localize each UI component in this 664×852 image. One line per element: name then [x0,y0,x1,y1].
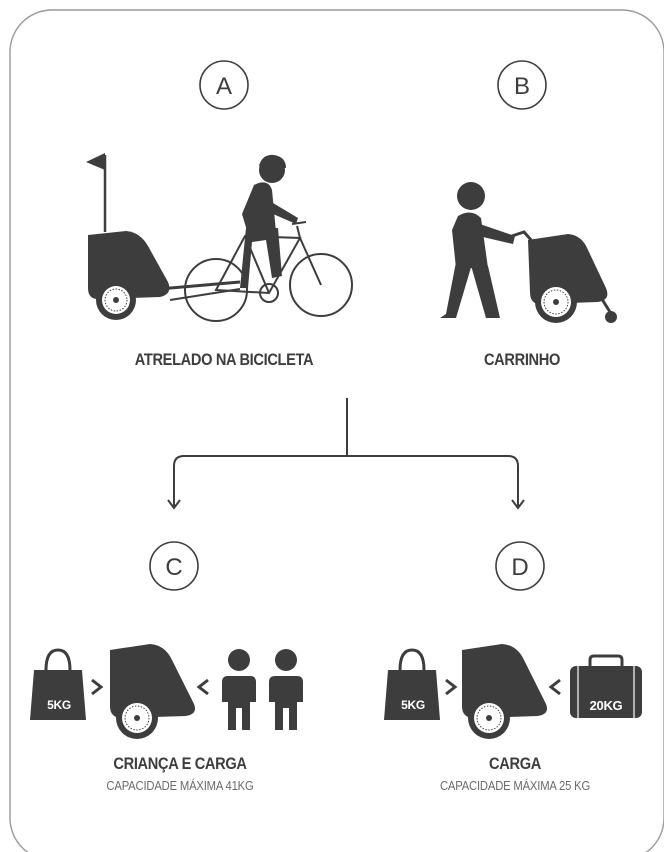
child-cargo-illustration [30,644,303,739]
badge-c: C [150,542,198,590]
option-d-capacity: CAPACIDADE MÁXIMA 25 KG [407,779,623,793]
child-icon [222,649,256,730]
bike-trailer-illustration [86,153,352,321]
option-d-label: CARGA [459,754,571,774]
chevron-right-icon [446,680,455,694]
badge-b-letter: B [514,73,530,100]
chevron-left-icon [199,680,208,694]
badge-b: B [498,61,546,109]
stroller-illustration [440,182,617,323]
option-c-capacity: CAPACIDADE MÁXIMA 41KG [72,779,288,793]
chevron-right-icon [92,680,101,694]
cargo-illustration [384,644,642,739]
chevron-left-icon [551,680,560,694]
card-border [10,10,664,852]
bag-weight-d: 5KG [388,698,438,712]
badge-c-letter: C [165,554,182,581]
option-c-label: CRIANÇA E CARGA [85,754,274,774]
child-icon [269,649,303,730]
option-b-label: CARRINHO [462,350,582,370]
bag-weight-c: 5KG [34,698,84,712]
badge-a-letter: A [216,73,232,100]
badge-d: D [496,542,544,590]
suitcase-weight: 20KG [574,698,638,713]
shopping-bag-icon [30,670,86,720]
option-a-label: ATRELADO NA BICICLETA [112,350,336,370]
shopping-bag-icon [384,670,440,720]
connector-arrows [168,398,524,508]
badge-a: A [200,61,248,109]
badge-d-letter: D [511,554,528,581]
